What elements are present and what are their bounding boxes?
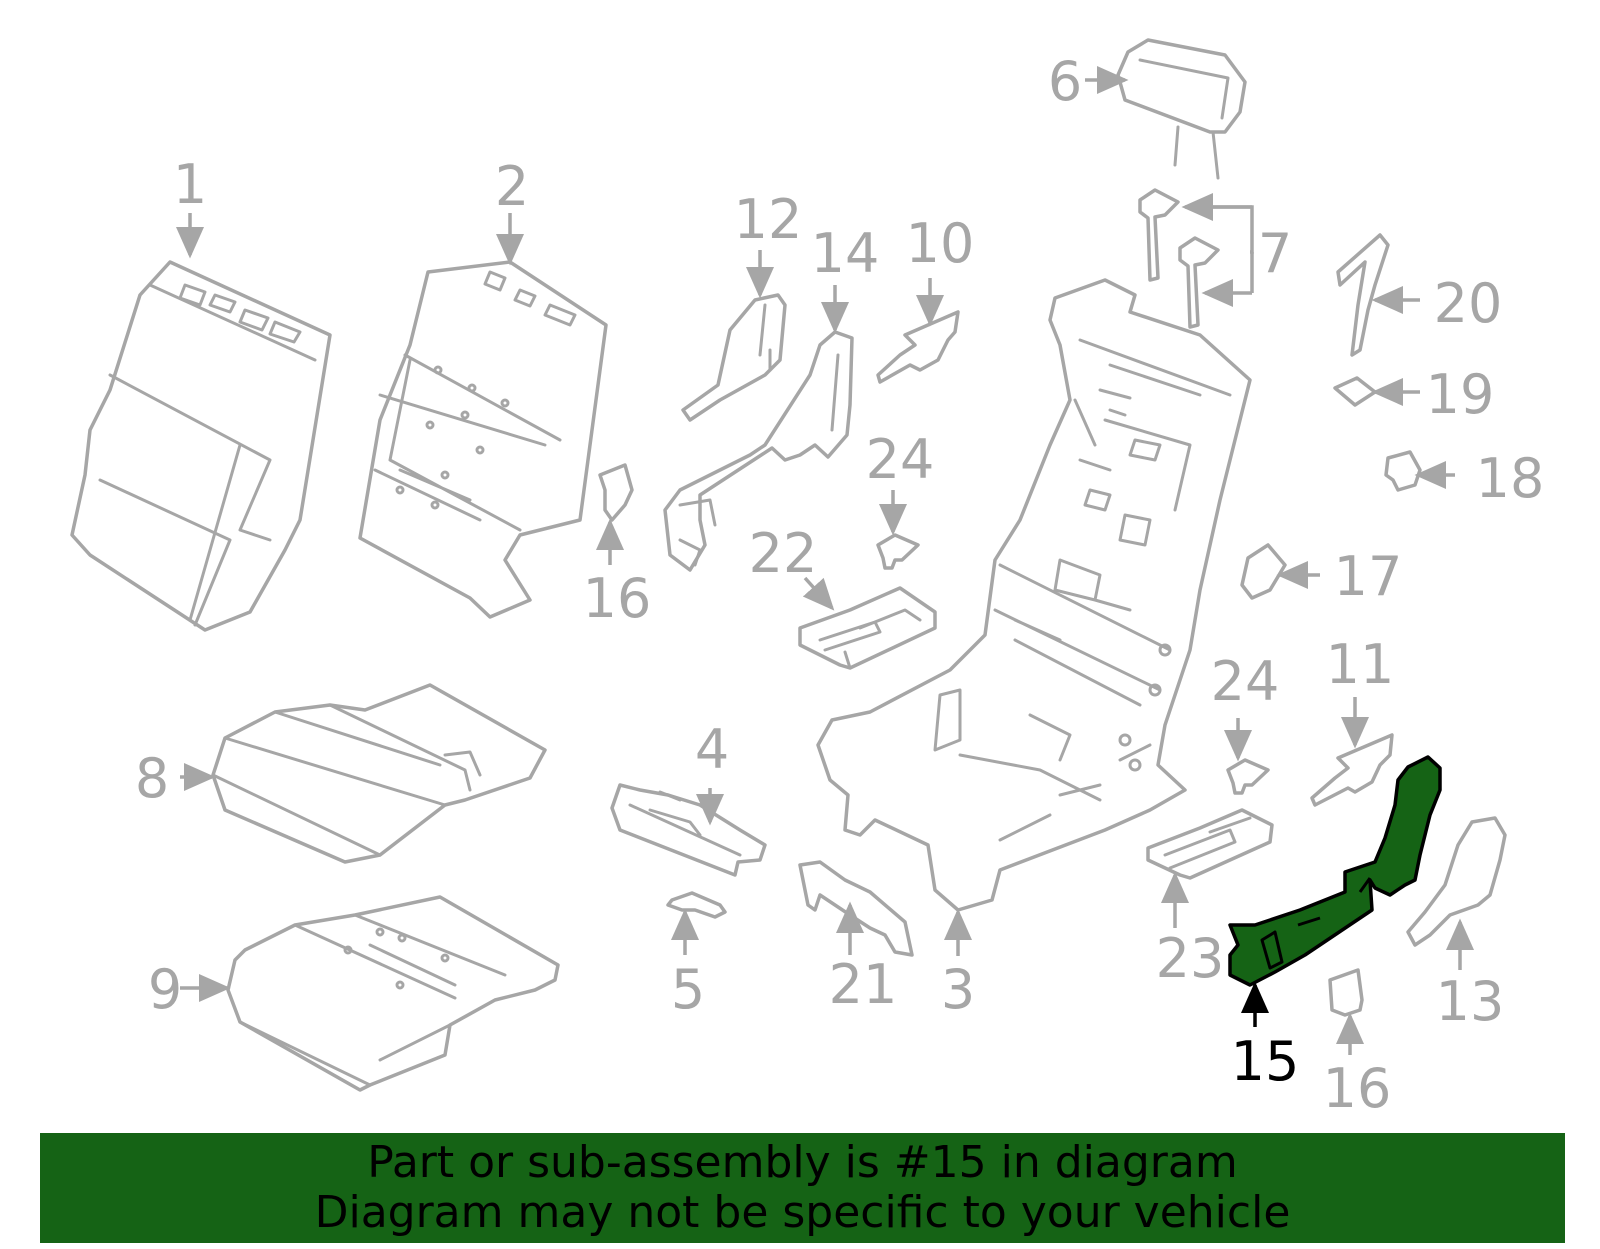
part-16-clip-lower (1328, 968, 1364, 1017)
part-20-trim-strip (1336, 233, 1390, 357)
callout-labels: 1 2 3 4 5 6 7 8 9 10 11 12 13 14 15 16 1… (135, 50, 1545, 1120)
callout-5: 5 (671, 958, 705, 1021)
callout-21: 21 (829, 953, 898, 1016)
callout-12: 12 (734, 188, 803, 251)
callout-22: 22 (749, 522, 818, 585)
part-6-headrest (1116, 38, 1247, 180)
part-7-headrest-guides (1138, 188, 1220, 329)
part-18-connector (1384, 450, 1422, 492)
callout-24-upper: 24 (866, 428, 935, 491)
part-15-side-shield-highlighted (1228, 755, 1442, 987)
callout-4: 4 (695, 718, 729, 781)
callout-15: 15 (1231, 1030, 1300, 1093)
part-16-clip-upper (598, 463, 634, 522)
info-banner: Part or sub-assembly is #15 in diagram D… (40, 1133, 1565, 1243)
part-23-track-cover (1146, 808, 1274, 880)
callout-20: 20 (1434, 272, 1503, 335)
part-1-seatback-cover (70, 260, 332, 632)
callout-13: 13 (1436, 970, 1505, 1033)
part-13-side-shield (1406, 816, 1507, 947)
callout-2: 2 (495, 155, 529, 218)
part-9-cushion-pad (226, 895, 560, 1092)
part-4-track-cover (610, 783, 767, 877)
callout-8: 8 (135, 747, 169, 810)
banner-line-part-number: Part or sub-assembly is #15 in diagram (367, 1137, 1238, 1188)
part-22-track-cover (798, 586, 937, 670)
callout-3: 3 (941, 958, 975, 1021)
callout-16-upper: 16 (583, 567, 652, 630)
callout-9: 9 (148, 958, 182, 1021)
part-2-seatback-pad (358, 260, 608, 619)
callout-17: 17 (1334, 545, 1403, 608)
part-21-trim-panel (798, 860, 914, 957)
callout-10: 10 (906, 212, 975, 275)
part-3-seat-frame (816, 278, 1252, 912)
callout-23: 23 (1156, 927, 1225, 990)
banner-line-disclaimer: Diagram may not be specific to your vehi… (314, 1187, 1291, 1238)
callout-1: 1 (173, 153, 207, 216)
part-17-bracket (1240, 543, 1287, 600)
part-24-cap-lower (1226, 758, 1270, 795)
callout-14: 14 (811, 222, 880, 285)
part-14-side-shield (663, 330, 854, 572)
part-5-clip (666, 891, 727, 919)
callout-24-lower: 24 (1211, 650, 1280, 713)
callout-19: 19 (1426, 363, 1495, 426)
callout-arrows (176, 66, 1474, 1055)
callout-11: 11 (1326, 633, 1395, 696)
callout-16-lower: 16 (1323, 1057, 1392, 1120)
part-24-cap-upper (876, 533, 920, 570)
part-12-bracket (681, 293, 787, 422)
callout-6: 6 (1048, 50, 1082, 113)
callout-7: 7 (1258, 222, 1292, 285)
part-10-clip (876, 310, 960, 384)
part-19-nut (1333, 376, 1377, 407)
callout-18: 18 (1476, 447, 1545, 510)
part-11-clip (1310, 733, 1394, 807)
part-8-cushion-cover (211, 683, 547, 864)
